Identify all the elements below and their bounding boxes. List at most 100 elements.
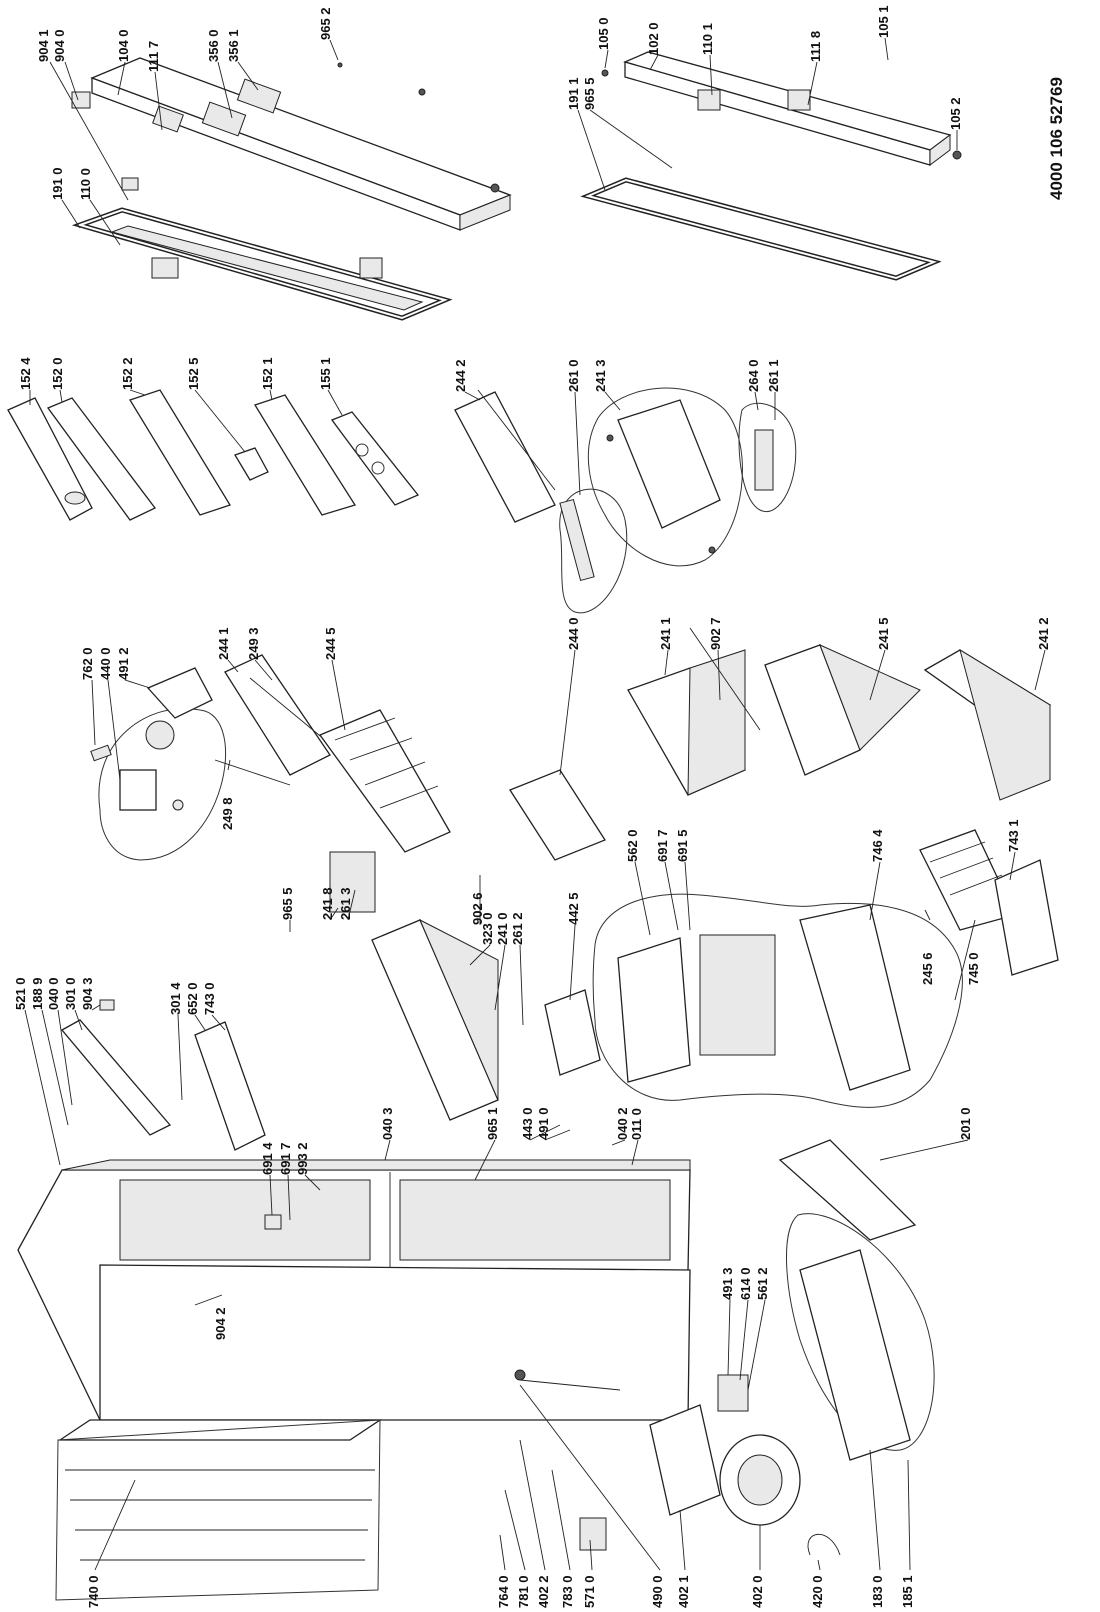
fan-assembly-illustration: [90, 667, 227, 861]
glass-cover-illustration: [509, 769, 606, 861]
part-label-152-2: 152 2: [120, 357, 135, 390]
part-label-110-1: 110 1: [700, 23, 715, 55]
part-label-740-0: 740 0: [86, 1575, 101, 1608]
part-label-902-6: 902 6: [470, 892, 485, 925]
freezer-door-gasket-illustration: [580, 177, 942, 281]
part-label-241-2-right: 241 2: [1036, 617, 1051, 650]
part-label-261-0: 261 0: [566, 359, 581, 392]
part-label-152-1: 152 1: [260, 357, 275, 390]
part-label-104-0: 104 0: [116, 29, 131, 62]
part-label-965-2: 965 2: [318, 7, 333, 40]
part-label-491-0: 491 0: [536, 1107, 551, 1140]
part-label-562-0: 562 0: [625, 829, 640, 862]
part-label-152-4: 152 4: [18, 357, 33, 390]
part-label-191-0: 191 0: [50, 167, 65, 200]
part-label-244-0: 244 0: [566, 617, 581, 650]
part-label-783-0: 783 0: [560, 1575, 575, 1608]
fridge-door-illustration: [71, 57, 512, 231]
crisper-drawers-illustration: [627, 627, 1052, 801]
part-label-762-0: 762 0: [80, 647, 95, 680]
part-label-261-1: 261 1: [766, 359, 781, 392]
part-label-521-0: 521 0: [13, 977, 28, 1010]
part-label-102-0: 102 0: [646, 22, 661, 55]
compressor-illustration: [579, 1374, 841, 1556]
part-label-152-0: 152 0: [50, 357, 65, 390]
part-label-764-0: 764 0: [496, 1575, 511, 1608]
part-label-185-1: 185 1: [900, 1575, 915, 1608]
part-label-241-0: 241 0: [495, 912, 510, 945]
part-label-743-0: 743 0: [202, 982, 217, 1015]
part-label-356-0: 356 0: [206, 29, 221, 62]
part-label-261-2: 261 2: [510, 912, 525, 945]
part-label-902-7: 902 7: [708, 617, 723, 650]
document-number: 4000 106 52769: [1047, 77, 1066, 200]
glass-shelf-mid-illustration: [454, 389, 556, 523]
part-label-244-5: 244 5: [323, 627, 338, 660]
part-label-241-3: 241 3: [593, 359, 608, 392]
drawer-rail-bracket-illustration: [738, 402, 797, 513]
part-label-110-0: 110 0: [78, 168, 93, 200]
part-label-781-0: 781 0: [516, 1575, 531, 1608]
part-label-040-2: 040 2: [615, 1107, 630, 1140]
freezer-drawer-top-illustration: [587, 387, 743, 567]
part-label-614-0: 614 0: [738, 1267, 753, 1300]
part-label-241-8: 241 8: [320, 887, 335, 920]
part-label-111-8: 111 8: [808, 31, 823, 62]
part-label-188-9: 188 9: [30, 977, 45, 1010]
part-label-301-0: 301 0: [63, 977, 78, 1010]
part-label-356-1: 356 1: [226, 29, 241, 62]
part-label-491-2: 491 2: [116, 647, 131, 680]
cabinet-illustration: [17, 1159, 691, 1421]
part-label-691-7-lower: 691 7: [278, 1142, 293, 1175]
part-label-249-3: 249 3: [246, 627, 261, 660]
part-label-040-3: 040 3: [380, 1107, 395, 1140]
part-label-440-0: 440 0: [98, 647, 113, 680]
fridge-door-gasket-illustration: [71, 207, 453, 321]
part-labels: 904 1 904 0 104 0 111 7 356 0 356 1 965 …: [13, 5, 1051, 1608]
part-label-561-2: 561 2: [755, 1267, 770, 1300]
door-balconies-illustration: [7, 389, 420, 521]
part-label-652-0: 652 0: [185, 982, 200, 1015]
part-label-261-3: 261 3: [338, 887, 353, 920]
part-label-111-7: 111 7: [146, 41, 161, 72]
part-label-491-3: 491 3: [720, 1267, 735, 1300]
part-label-442-5: 442 5: [566, 892, 581, 925]
part-label-965-5-mid: 965 5: [280, 887, 295, 920]
part-label-402-1: 402 1: [676, 1575, 691, 1608]
part-label-691-7-upper: 691 7: [655, 829, 670, 862]
part-label-241-1: 241 1: [658, 617, 673, 650]
condenser-illustration: [55, 1419, 383, 1601]
part-label-244-2: 244 2: [453, 359, 468, 392]
freezer-door-illustration: [601, 51, 962, 166]
wire-basket-illustration: [919, 829, 1059, 976]
part-label-264-0: 264 0: [746, 359, 761, 392]
part-label-155-1: 155 1: [318, 357, 333, 390]
part-label-249-8: 249 8: [220, 797, 235, 830]
evaporator-cluster-illustration: [592, 893, 963, 1241]
part-label-402-2: 402 2: [536, 1575, 551, 1608]
part-label-490-0: 490 0: [650, 1575, 665, 1608]
part-label-443-0: 443 0: [520, 1107, 535, 1140]
cabinet-fittings-illustration: [60, 851, 601, 1151]
part-label-691-4: 691 4: [260, 1142, 275, 1175]
part-label-993-2: 993 2: [295, 1142, 310, 1175]
part-label-201-0: 201 0: [958, 1107, 973, 1140]
part-label-183-0: 183 0: [870, 1575, 885, 1608]
glass-shelf-upper-illustration: [214, 654, 331, 786]
part-label-011-0: 011 0: [629, 1108, 644, 1140]
part-label-965-1: 965 1: [485, 1107, 500, 1140]
part-label-691-5: 691 5: [675, 829, 690, 862]
part-label-965-5-upper: 965 5: [582, 77, 597, 110]
part-label-301-4: 301 4: [168, 982, 183, 1015]
part-label-745-0: 745 0: [966, 952, 981, 985]
part-label-105-0: 105 0: [596, 17, 611, 50]
part-label-152-5: 152 5: [186, 357, 201, 390]
part-label-904-0: 904 0: [52, 29, 67, 62]
part-label-420-0: 420 0: [810, 1575, 825, 1608]
part-label-244-1: 244 1: [216, 627, 231, 660]
part-label-904-2: 904 2: [213, 1307, 228, 1340]
part-label-743-1: 743 1: [1006, 819, 1021, 852]
part-label-904-3: 904 3: [80, 977, 95, 1010]
part-label-323-0: 323 0: [480, 912, 495, 945]
